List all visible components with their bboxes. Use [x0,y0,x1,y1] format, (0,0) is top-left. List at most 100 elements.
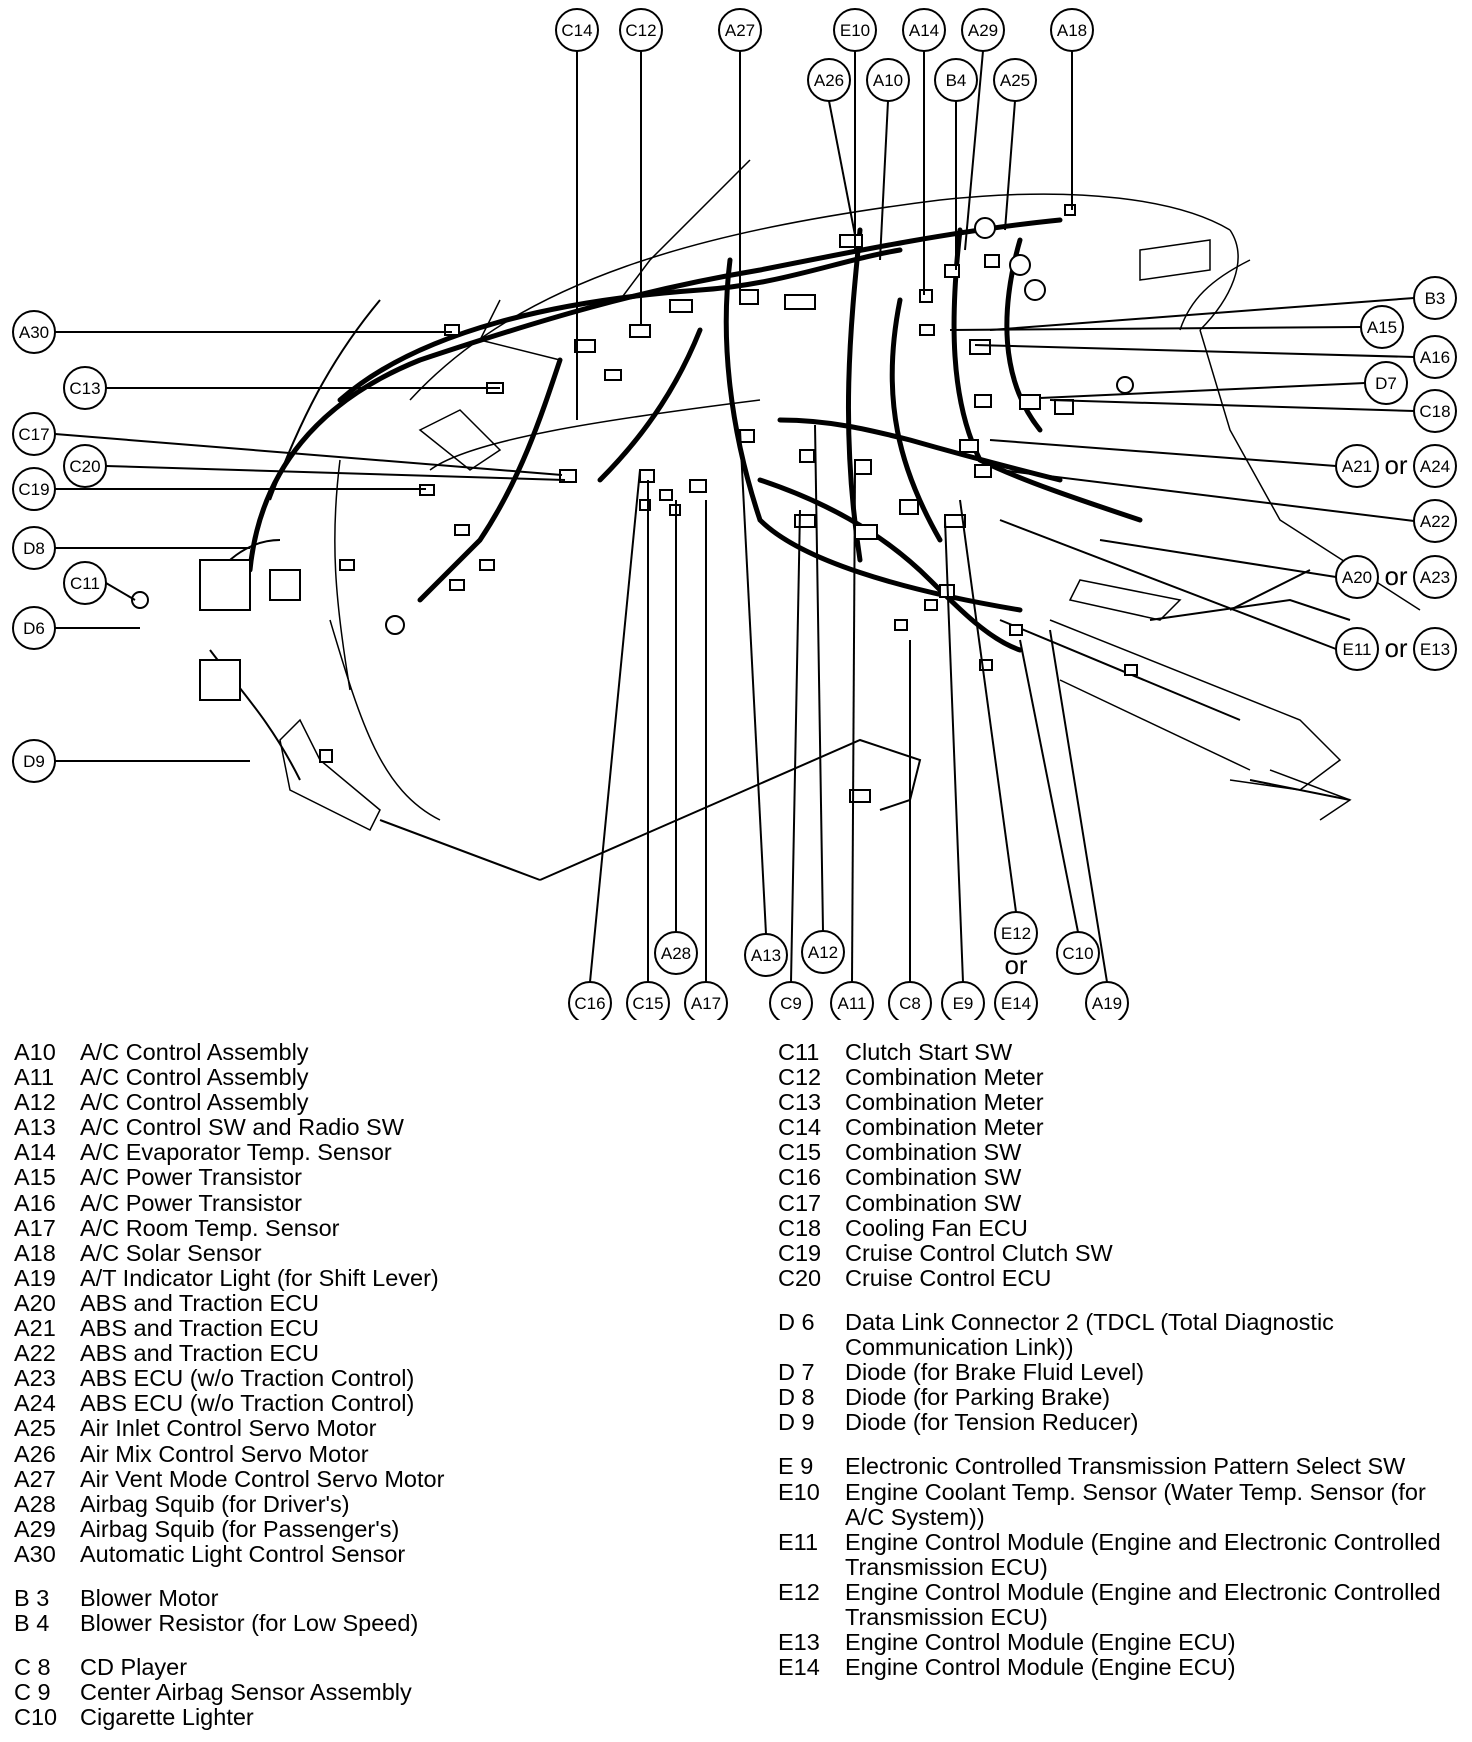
callout-label: E10 [840,21,870,40]
callout-label: C18 [1419,402,1450,421]
callout-circle [902,8,946,52]
leader-line-e12 [959,499,1017,913]
callout-c18: C18 [1413,389,1457,433]
callout-circle [769,981,813,1020]
leader-line-a25 [1004,100,1016,231]
callout-circle [1050,8,1094,52]
legend-group-spacer [14,1567,734,1586]
legend-description: Electronic Controlled Transmission Patte… [845,1453,1406,1480]
callout-label: A25 [1000,71,1030,90]
legend-description: A/C Control SW and Radio SW [80,1114,404,1141]
legend-description: Cooling Fan ECU [845,1214,1028,1241]
legend-description: A/C Control Assembly [80,1064,309,1091]
leader-line-c10 [1019,639,1079,933]
leader-line-a29 [964,50,984,251]
callout-circle [63,444,107,488]
legend-code: E10 [778,1478,820,1505]
callout-circle [1413,389,1457,433]
callout-circle [63,366,107,410]
callout-label: D8 [23,539,45,558]
legend-description: Cruise Control Clutch SW [845,1239,1113,1266]
callout-label: C12 [625,21,656,40]
callout-label: C20 [69,457,100,476]
legend-code: C16 [778,1164,822,1191]
legend-code: A10 [14,1039,56,1065]
legend-description: Air Vent Mode Control Servo Motor [80,1465,445,1492]
callout-e9: E9 [941,981,985,1020]
callout-c15: C15 [626,981,670,1020]
leader-line-c11 [105,582,136,601]
legend-description: A/C Solar Sensor [80,1239,262,1266]
callout-label: D7 [1375,374,1397,393]
callout-label: D6 [23,619,45,638]
callout-label: C14 [561,21,592,40]
leader-line-a16 [974,344,1415,358]
callout-label: A21 [1342,457,1372,476]
callout-circle [568,981,612,1020]
callout-label: A17 [691,994,721,1013]
callout-label: A14 [909,21,939,40]
legend-description: A/T Indicator Light (for Shift Lever) [80,1264,439,1291]
callout-a27: A27 [718,8,762,52]
callout-c14: C14 [555,8,599,52]
legend-code: A13 [14,1114,56,1141]
leader-line-a22 [999,469,1415,522]
or-label: or [1004,950,1027,980]
legend-description: A/C Control Assembly [80,1089,309,1116]
legend-description: CD Player [80,1654,188,1681]
legend-code: A14 [14,1139,56,1166]
legend-group-spacer [14,1636,734,1655]
legend-description: Diode (for Parking Brake) [845,1384,1111,1411]
callout-c10: C10 [1056,931,1100,975]
leader-line-a21 [989,439,1337,467]
wire-harness [247,217,1143,653]
callout-circle [1056,931,1100,975]
callout-label: A20 [1342,568,1372,587]
leader-line-a11 [851,469,856,983]
legend-description: Air Mix Control Servo Motor [80,1440,369,1467]
callout-circle [1335,555,1379,599]
legend-description: A/C Power Transistor [80,1164,303,1191]
legend-code: E12 [778,1578,820,1605]
leader-line-c17 [54,433,563,476]
callout-circle [63,561,107,605]
legend-description: Combination SW [845,1139,1022,1166]
legend-code: C12 [778,1064,822,1091]
leader-line-a15 [949,326,1362,331]
callout-c8: C8 [888,981,932,1020]
legend-code: C14 [778,1114,822,1141]
callout-circle [934,58,978,102]
callout-circle [1360,305,1404,349]
legend-code: A21 [14,1315,56,1342]
callout-a20: A20 [1335,555,1379,599]
legend-group-spacer [778,1291,1468,1310]
callout-c13: C13 [63,366,107,410]
legend-description: ABS and Traction ECU [80,1315,320,1342]
legend-code: C18 [778,1214,822,1241]
leader-line-c20 [105,465,566,481]
legend-description: Engine Control Module (Engine and Electr… [845,1578,1441,1630]
callout-e12: E12 [994,911,1038,955]
legend-description: A/C Evaporator Temp. Sensor [80,1139,392,1166]
callout-label: A11 [838,994,867,1013]
callout-a22: A22 [1413,499,1457,543]
legend-description: Combination SW [845,1189,1022,1216]
callout-a16: A16 [1413,335,1457,379]
callout-e11: E11 [1335,627,1379,671]
callout-a18: A18 [1050,8,1094,52]
callout-a13: A13 [744,933,788,977]
legend-description: Blower Resistor (for Low Speed) [80,1610,419,1637]
